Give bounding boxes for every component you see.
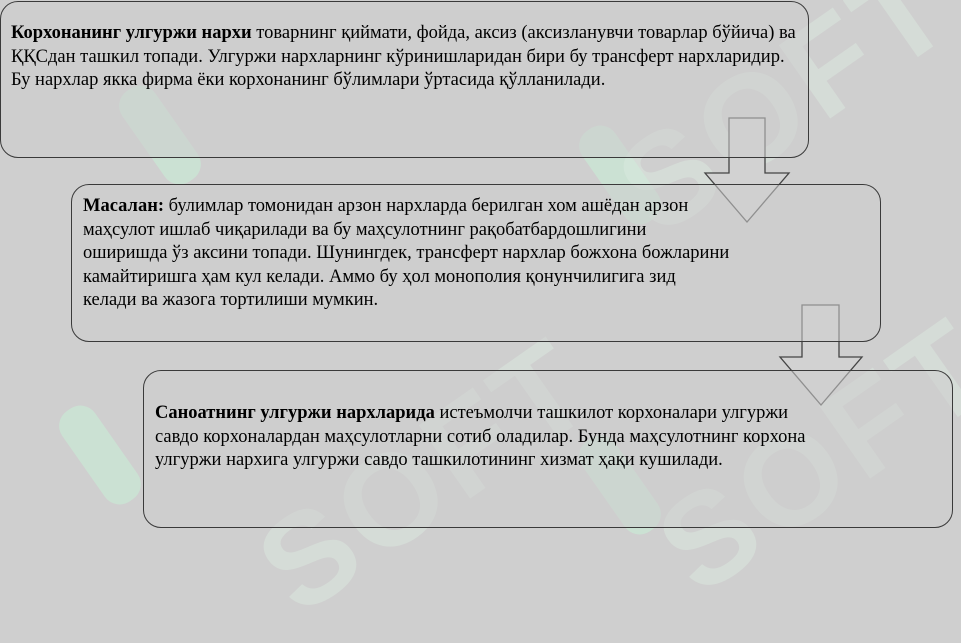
box-3-heading: Саноатнинг улгуржи нархларида	[155, 403, 435, 423]
box-3-paragraph: Саноатнинг улгуржи нархларида истеъмолчи…	[155, 402, 812, 473]
box-2-body: булимлар томонидан арзон нархларда берил…	[83, 196, 730, 310]
text-box-2: Масалан: булимлар томонидан арзон нархла…	[71, 184, 881, 342]
box-1-paragraph: Корхонанинг улгуржи нархи товарнинг қийм…	[11, 22, 796, 93]
text-box-1: Корхонанинг улгуржи нархи товарнинг қийм…	[0, 1, 809, 158]
watermark-logo-mark	[52, 398, 148, 512]
box-3-body: истеъмолчи ташкилот корхоналари улгуржи …	[155, 403, 806, 470]
text-box-3: Саноатнинг улгуржи нархларида истеъмолчи…	[143, 370, 953, 528]
box-2-heading: Масалан:	[83, 196, 165, 216]
box-1-body: товарнинг қиймати, фойда, аксиз (аксизла…	[11, 23, 796, 90]
box-1-heading: Корхонанинг улгуржи нархи	[11, 23, 252, 43]
box-2-paragraph: Масалан: булимлар томонидан арзон нархла…	[83, 195, 730, 313]
